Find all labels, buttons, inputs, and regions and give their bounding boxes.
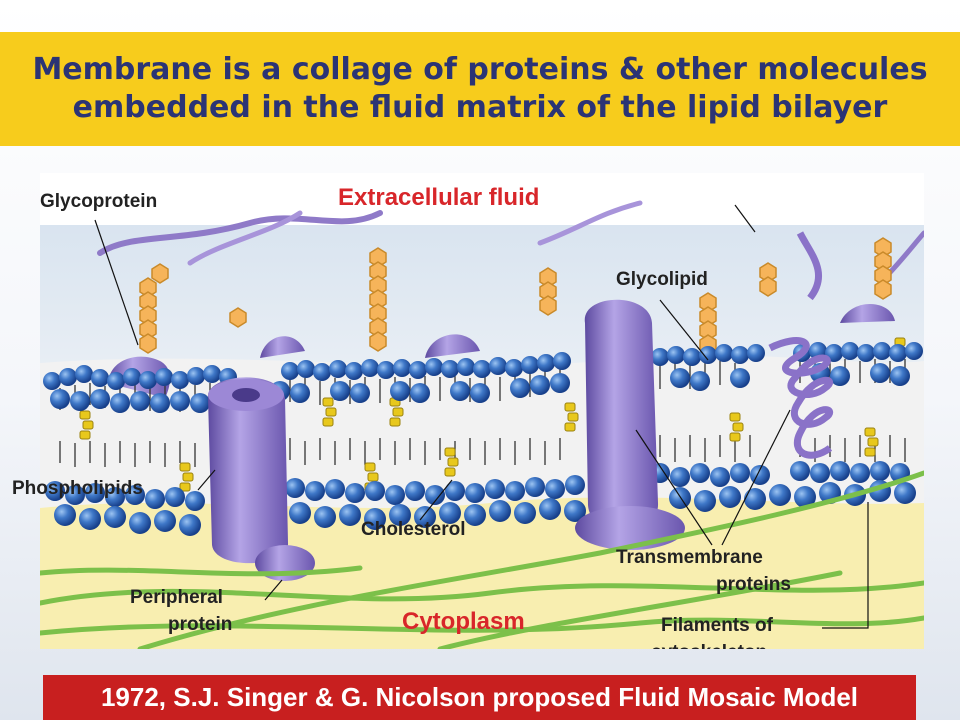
title-line-1: Membrane is a collage of proteins & othe… [32, 52, 928, 87]
filaments-label-line1: Filaments of [661, 615, 773, 636]
glycoprotein-label: Glycoprotein [40, 191, 158, 212]
phospholipids-label: Phospholipids [12, 478, 143, 499]
filaments-label-line2: cytoskeleton [651, 642, 767, 649]
title-banner: Membrane is a collage of proteins & othe… [0, 32, 960, 146]
transmembrane-label-line1: Transmembrane [616, 547, 763, 568]
membrane-diagram: Glycoprotein Extracellular fluid Glycoli… [40, 173, 924, 649]
extracellular-fluid-label: Extracellular fluid [338, 184, 540, 211]
glycolipid-label: Glycolipid [616, 269, 708, 290]
helix-protein [768, 231, 834, 459]
membrane-illustration [40, 200, 924, 649]
cholesterol-label: Cholesterol [361, 519, 466, 540]
footer-banner: 1972, S.J. Singer & G. Nicolson proposed… [43, 675, 916, 720]
peripheral-label-line1: Peripheral [130, 587, 223, 608]
cytoskeleton-filaments [40, 470, 924, 649]
title-line-2: embedded in the fluid matrix of the lipi… [72, 90, 888, 125]
transmembrane-label-line2: proteins [716, 574, 791, 595]
cytoplasm-label: Cytoplasm [402, 608, 525, 635]
channel-protein [207, 377, 315, 581]
carbohydrate-chains [139, 237, 892, 355]
peripheral-label-line2: protein [168, 614, 233, 635]
